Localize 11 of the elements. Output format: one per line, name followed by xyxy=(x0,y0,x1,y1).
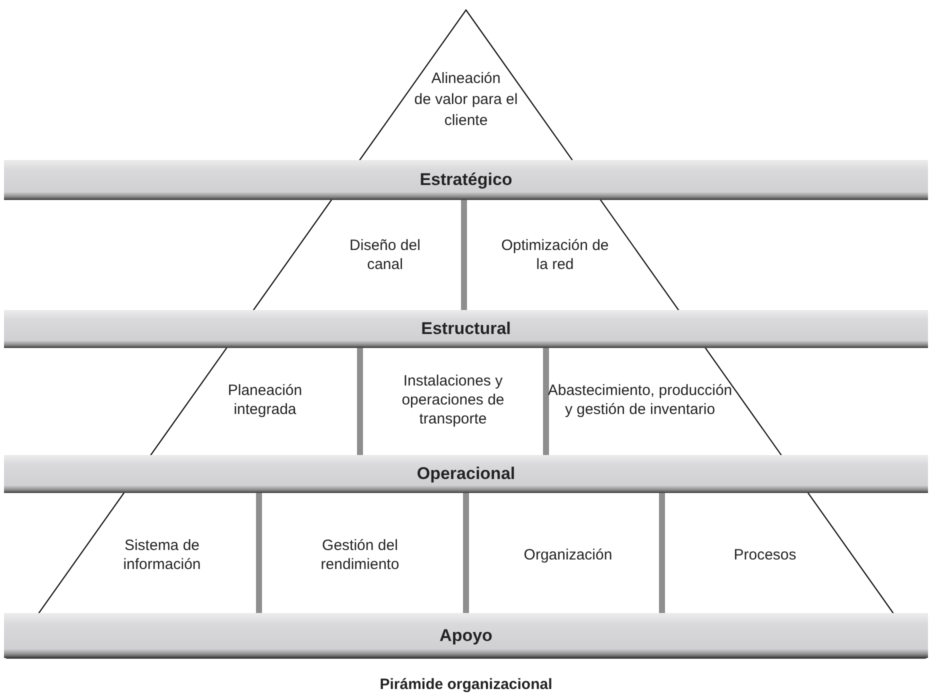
cell-text: Procesos xyxy=(732,546,798,564)
cell-text: Diseño del canal xyxy=(348,236,422,274)
cell-text: Planeación integrada xyxy=(226,381,304,419)
cell-text: Abastecimiento, producción y gestión de inventario xyxy=(546,381,734,419)
cell-text: Gestión del rendimiento xyxy=(320,536,400,574)
cell-text: Optimización de la red xyxy=(500,236,610,274)
cell-text: Sistema de información xyxy=(122,536,202,574)
caption: Pirámide organizacional xyxy=(378,676,554,693)
apex-text: Alineación de valor para el cliente xyxy=(414,70,518,129)
cell-text: Organización xyxy=(522,546,614,564)
cell-text: Instalaciones y operaciones de transporte xyxy=(400,372,506,428)
